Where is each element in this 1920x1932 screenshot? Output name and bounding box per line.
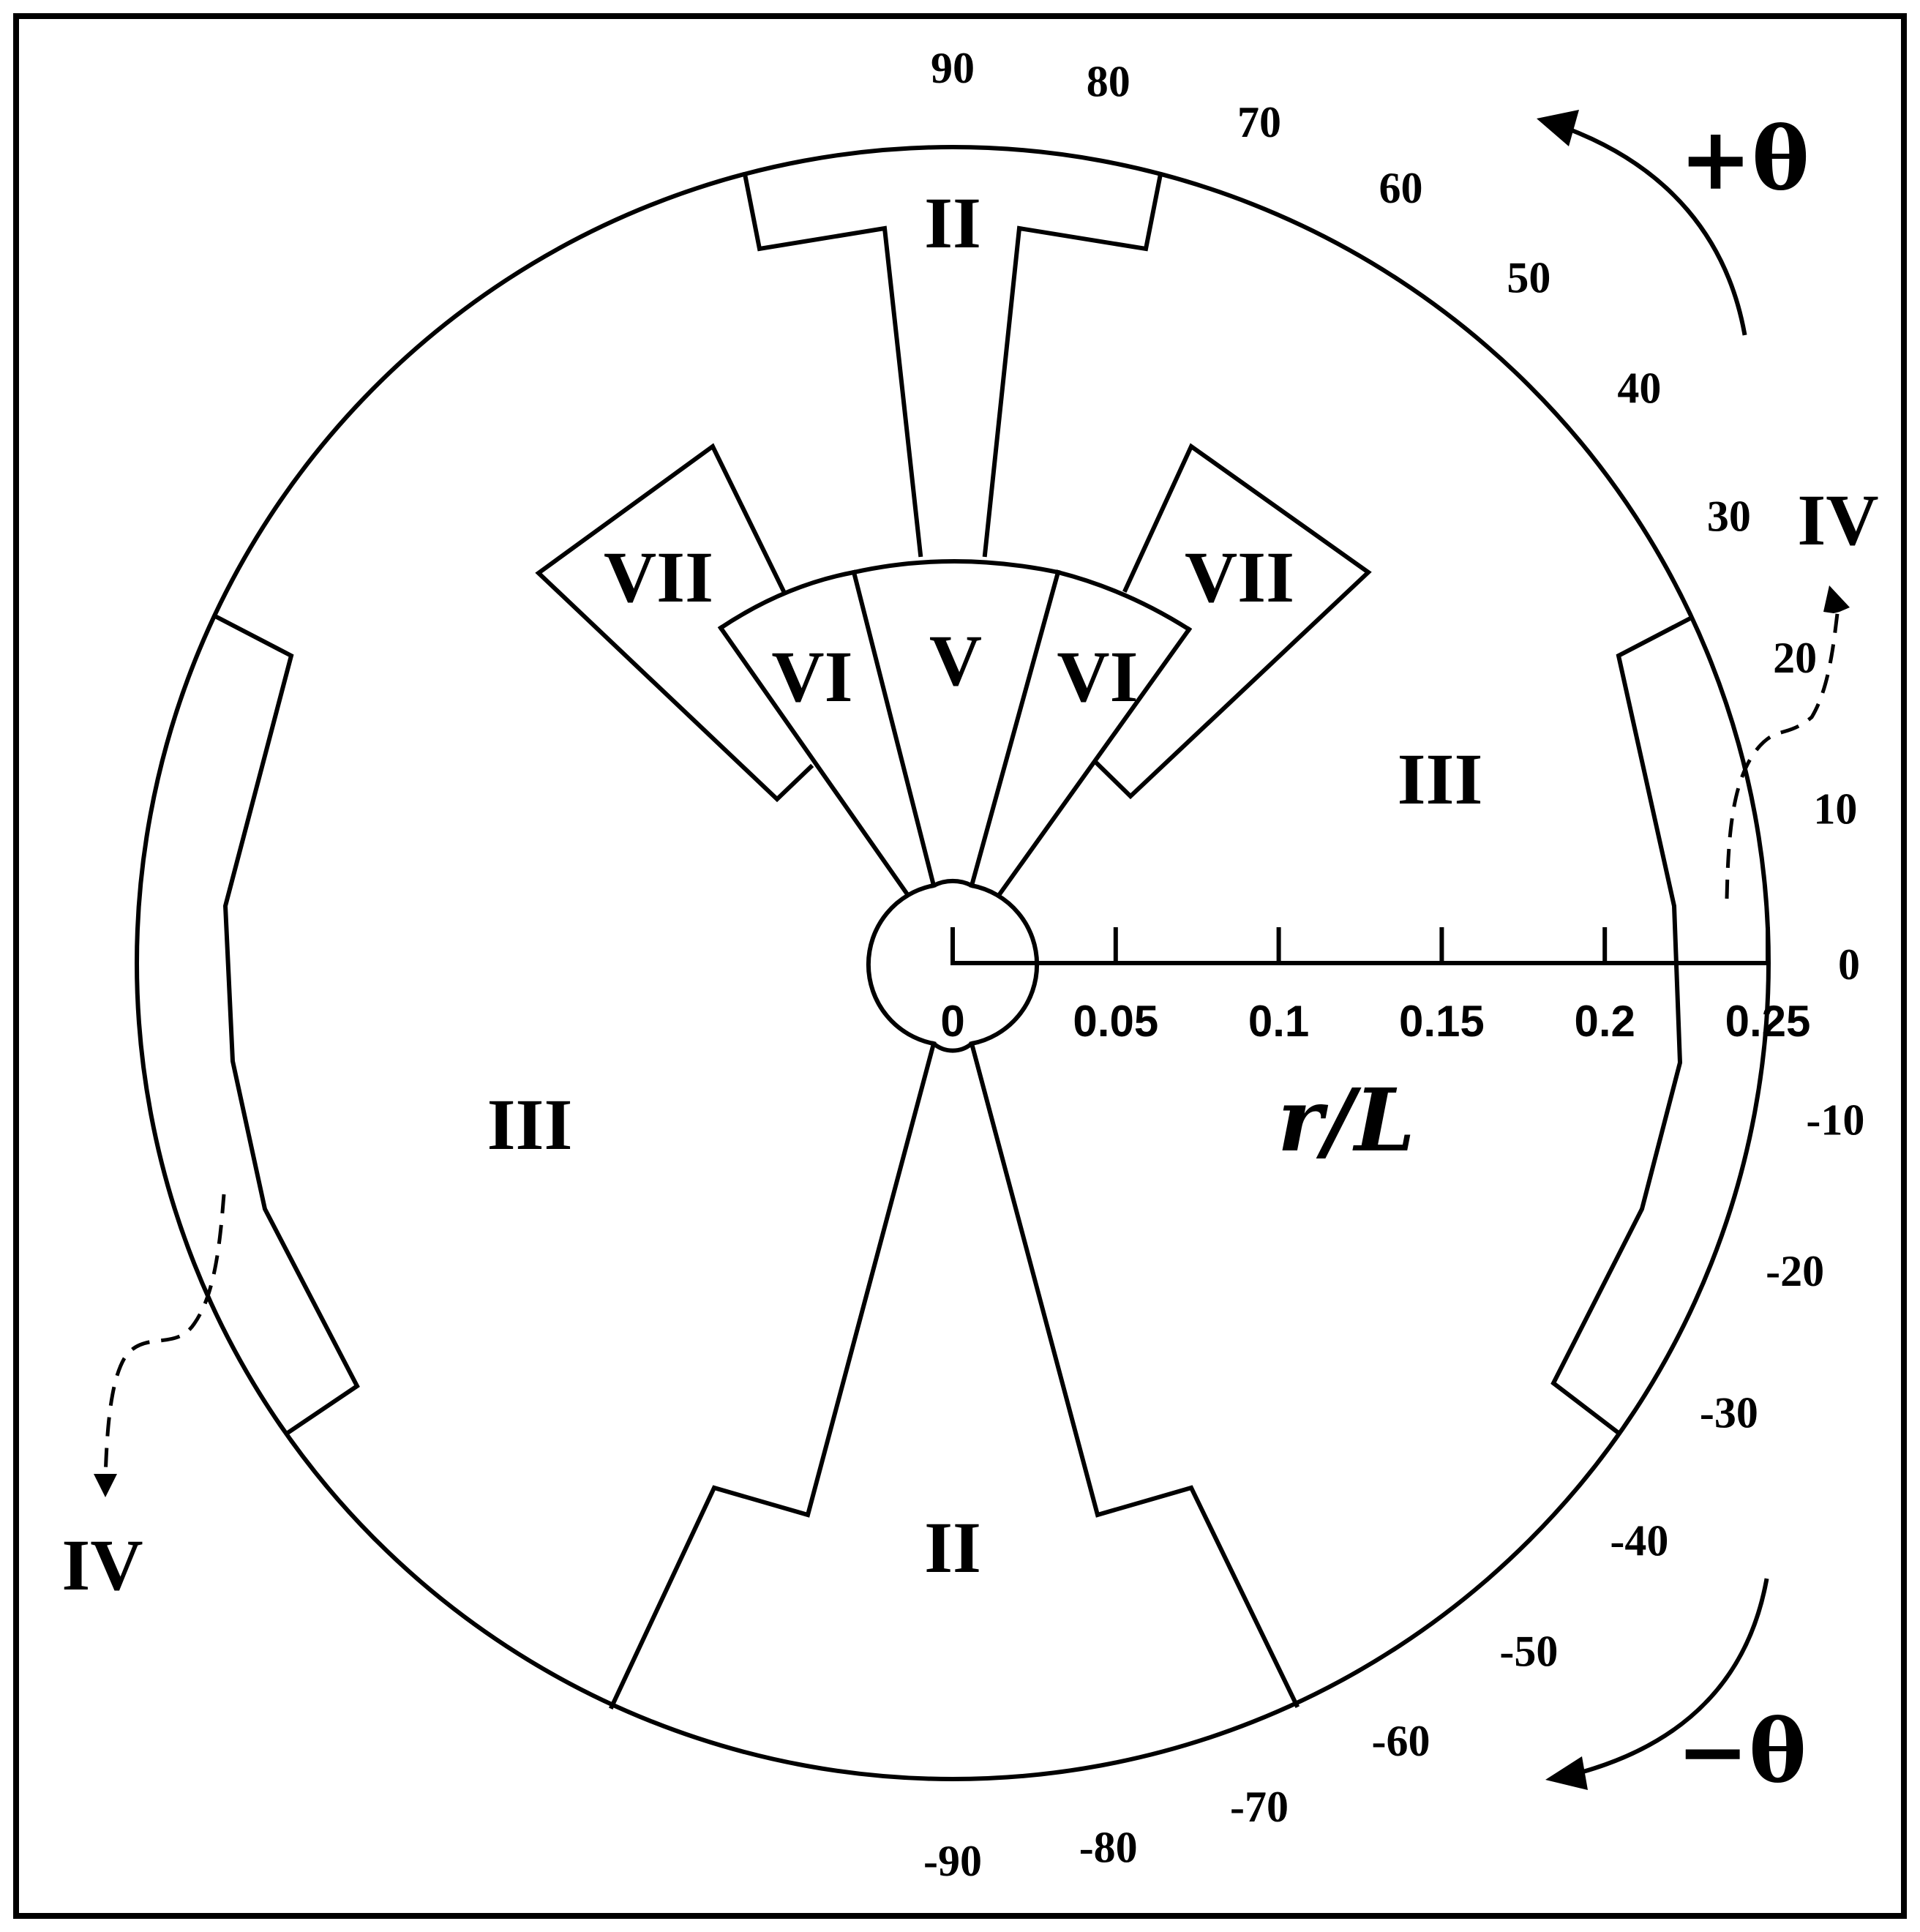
angle-tick-label: 40 [1617,364,1661,413]
positive-theta-arrow [1569,127,1747,336]
radial-axis-tick-label: 0.05 [1073,997,1158,1046]
region-label-vi-right: VI [1057,636,1138,717]
angle-tick-label: 60 [1379,164,1423,212]
radial-axis-tick-label: 0.2 [1574,997,1635,1046]
region-iv-left-pointer [103,1194,226,1479]
negative-theta-label: −θ [1676,1700,1807,1802]
angle-tick-label: -60 [1372,1717,1430,1765]
radial-axis-tick-label: 0.25 [1725,997,1811,1046]
negative-theta-arrowhead [1545,1756,1588,1790]
angle-tick-label: 70 [1237,98,1281,146]
region-vii-left-boundary [535,443,814,803]
figure-frame [13,13,1907,1919]
radial-axis-label: r/L [1278,1069,1415,1171]
region-label-vii-right: VII [1185,536,1294,618]
angle-tick-label: 20 [1773,634,1817,682]
positive-theta-arrowhead [1537,110,1579,146]
region-ii-bottom-left-boundary [609,1041,937,1710]
angle-scale: 90 80 70 60 50 40 30 20 10 0 -10 -20 -30 -40 -50 -60 -70… [923,44,1864,1885]
region-v-outer-arc [851,559,1061,575]
region-label-iv-right: IV [1797,479,1878,561]
angle-tick-label: -70 [1230,1783,1289,1831]
region-label-vi-left: VI [771,636,852,717]
region-v-left-edge [851,569,937,888]
angle-tick-label: 50 [1507,254,1550,302]
radial-axis: 0 0.05 0.1 0.15 0.2 0.25 [940,927,1811,1046]
radial-axis-tick-label: 0 [940,997,964,1046]
region-iv-right-pointer-arrowhead [1823,585,1850,613]
positive-theta-label: +θ [1679,108,1810,209]
angle-tick-label: 90 [931,44,975,92]
angle-tick-label: -80 [1079,1823,1138,1871]
region-label-ii-top: II [924,182,981,263]
region-label-vii-left: VII [604,536,713,618]
radial-axis-tick-label: 0.15 [1399,997,1485,1046]
angle-tick-label: 10 [1813,785,1857,833]
angle-tick-label: -20 [1766,1247,1824,1295]
region-label-v: V [929,620,982,701]
angle-tick-label: -50 [1499,1627,1558,1675]
angle-tick-label: 30 [1707,493,1751,541]
angle-tick-label: -30 [1700,1389,1758,1437]
angle-tick-label: -40 [1610,1516,1668,1565]
origin-hub [866,878,1040,1053]
angle-tick-label: -10 [1806,1096,1864,1145]
angle-tick-label: 0 [1838,940,1860,989]
region-ii-bottom-right-boundary [969,1041,1300,1709]
angle-tick-label: 80 [1087,58,1130,106]
region-ii-top-left-boundary [742,171,923,558]
region-label-iv-left: IV [61,1524,143,1606]
region-label-iii-left: III [487,1084,573,1165]
region-ii-top-right-boundary [982,171,1163,558]
region-vi-left-edge [717,624,911,898]
region-v-right-edge [969,569,1061,888]
angle-tick-label: -90 [923,1837,982,1885]
region-vi-right-edge [996,626,1193,898]
region-iv-left-pointer-arrowhead [94,1474,117,1497]
region-iv-left-band-boundary [213,613,360,1435]
region-vii-right-boundary [1094,443,1372,800]
region-vi-left-outer-arc [717,569,857,632]
region-vi-right-outer-arc [1055,569,1193,633]
region-label-iii-right: III [1398,738,1483,820]
region-label-ii-bottom: II [924,1507,981,1588]
region-iv-right-band-boundary [1550,615,1692,1437]
region-iv-right-pointer [1725,607,1840,899]
negative-theta-arrow [1578,1578,1769,1775]
radial-axis-tick-label: 0.1 [1248,997,1309,1046]
